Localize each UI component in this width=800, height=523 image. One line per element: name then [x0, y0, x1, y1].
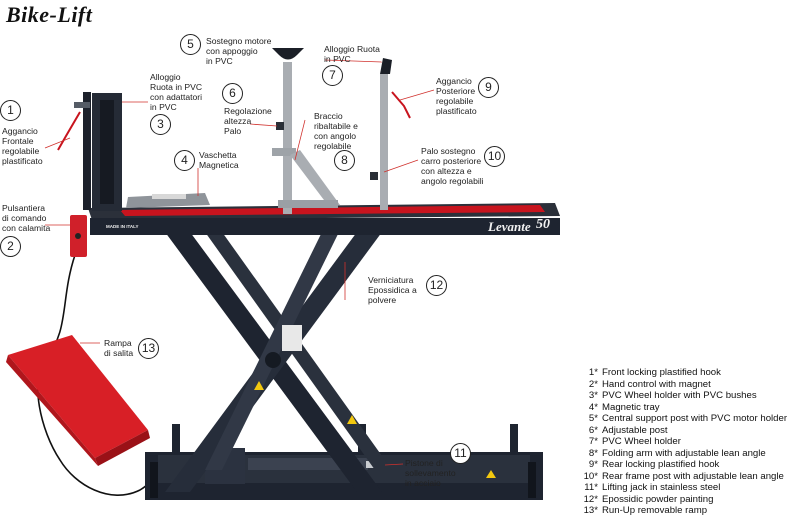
- legend-row: 7*PVC Wheel holder: [588, 436, 681, 447]
- front-wheel-slot: [100, 100, 114, 204]
- central-post: [283, 62, 292, 214]
- front-bar-clamp: [74, 102, 90, 108]
- callout-4-number: 4: [174, 150, 195, 171]
- callout-3-label: Alloggio Ruota in PVC con adattatori in …: [150, 72, 203, 112]
- bike-lift-logo: Bike-Lift: [6, 2, 93, 27]
- front-post: [83, 92, 91, 210]
- ramp-side: [95, 430, 150, 466]
- serial-label: [282, 325, 302, 351]
- callout-11-label: Pistone di sollevamento in acciaio: [405, 458, 456, 488]
- callout-1-label: Aggancio Frontale regolabile plastificat…: [2, 126, 43, 166]
- callout-6-number: 6: [222, 83, 243, 104]
- platform-red-stripe: [120, 205, 545, 216]
- callout-11-number: 11: [450, 443, 471, 464]
- callout-9-label: Aggancio Posteriore regolabile plastific…: [436, 76, 477, 116]
- warning-sign-arm: [254, 381, 264, 390]
- legend-row: 3*PVC Wheel holder with PVC bushes: [588, 390, 757, 401]
- callout-2-number: 2: [0, 236, 21, 257]
- callout-2-label: Pulsantiera di comando con calamita: [2, 203, 51, 233]
- rear-post: [380, 74, 388, 210]
- legend-row: 9*Rear locking plastified hook: [588, 459, 720, 470]
- warning-sign-arm-2: [347, 415, 357, 424]
- callout-10-number: 10: [484, 146, 505, 167]
- ramp-top: [8, 335, 148, 458]
- arm-base: [278, 200, 338, 208]
- rear-hook: [391, 91, 411, 119]
- callout-5-label: Sostegno motore con appoggio in PVC: [206, 36, 272, 66]
- legend-row: 4*Magnetic tray: [588, 401, 660, 413]
- legend-row: 2*Hand control with magnet: [588, 378, 711, 390]
- folding-arm: [290, 150, 340, 208]
- legend-row: 12*Epossidic powder painting: [583, 493, 714, 505]
- hand-control-button: [75, 233, 81, 239]
- base-post-3: [510, 424, 518, 454]
- magnetic-tray: [126, 193, 210, 208]
- callout-3-number: 3: [150, 114, 171, 135]
- callout-13-label: Rampa di salita: [104, 338, 134, 358]
- model-name: Levante: [488, 219, 531, 234]
- front-hook: [57, 111, 81, 151]
- callout-12-number: 12: [426, 275, 447, 296]
- base-foot-right: [528, 462, 536, 498]
- model-number: 50: [536, 217, 550, 232]
- legend-row: 5*Central support post with PVC motor ho…: [588, 413, 788, 424]
- callout-5-number: 5: [180, 34, 201, 55]
- callout-9-number: 9: [478, 77, 499, 98]
- callout-1-number: 1: [0, 100, 21, 121]
- post-clamp: [272, 148, 296, 156]
- base-foot-left: [150, 462, 158, 498]
- callout-7-label: Alloggio Ruota in PVC: [324, 44, 380, 64]
- legend-row: 6*Adjustable post: [588, 424, 668, 436]
- warning-sign-base: [486, 470, 496, 478]
- callout-8-label: Braccio ribaltabile e con angolo regolab…: [314, 111, 358, 151]
- callout-12-label: Verniciatura Epossidica a polvere: [368, 275, 417, 305]
- legend-row: 10*Rear frame post with adjustable lean …: [583, 470, 784, 482]
- callout-7-number: 7: [322, 65, 343, 86]
- rear-wheel-holder: [380, 58, 392, 74]
- parts-legend: 1*Front locking plastified hook 2*Hand c…: [560, 367, 787, 517]
- legend-row: 11*Lifting jack in stainless steel: [584, 482, 721, 493]
- scissor-arm-4: [205, 232, 339, 470]
- legend-row: 13*Run-Up removable ramp: [583, 505, 708, 516]
- scissor-pivot: [265, 352, 281, 368]
- legend-row: 1*Front locking plastified hook: [588, 367, 721, 378]
- motor-saddle: [272, 48, 304, 60]
- callout-6-label: Regolazione altezza Palo: [224, 106, 272, 136]
- rear-knob: [370, 172, 378, 180]
- callout-10-label: Palo sostegno carro posteriore con altez…: [421, 146, 484, 186]
- leader-lines: [44, 59, 435, 466]
- ramp-edge: [6, 355, 98, 466]
- platform-side: [90, 218, 560, 235]
- callout-4-label: Vaschetta Magnetica: [199, 150, 239, 170]
- callout-8-number: 8: [334, 150, 355, 171]
- callout-13-number: 13: [138, 338, 159, 359]
- legend-row: 8*Folding arm with adjustable lean angle: [588, 447, 766, 459]
- base-post-1: [172, 424, 180, 454]
- height-knob: [276, 122, 284, 130]
- made-in-italy-badge: MADE IN ITALY: [106, 224, 139, 229]
- tray-lid: [152, 194, 186, 199]
